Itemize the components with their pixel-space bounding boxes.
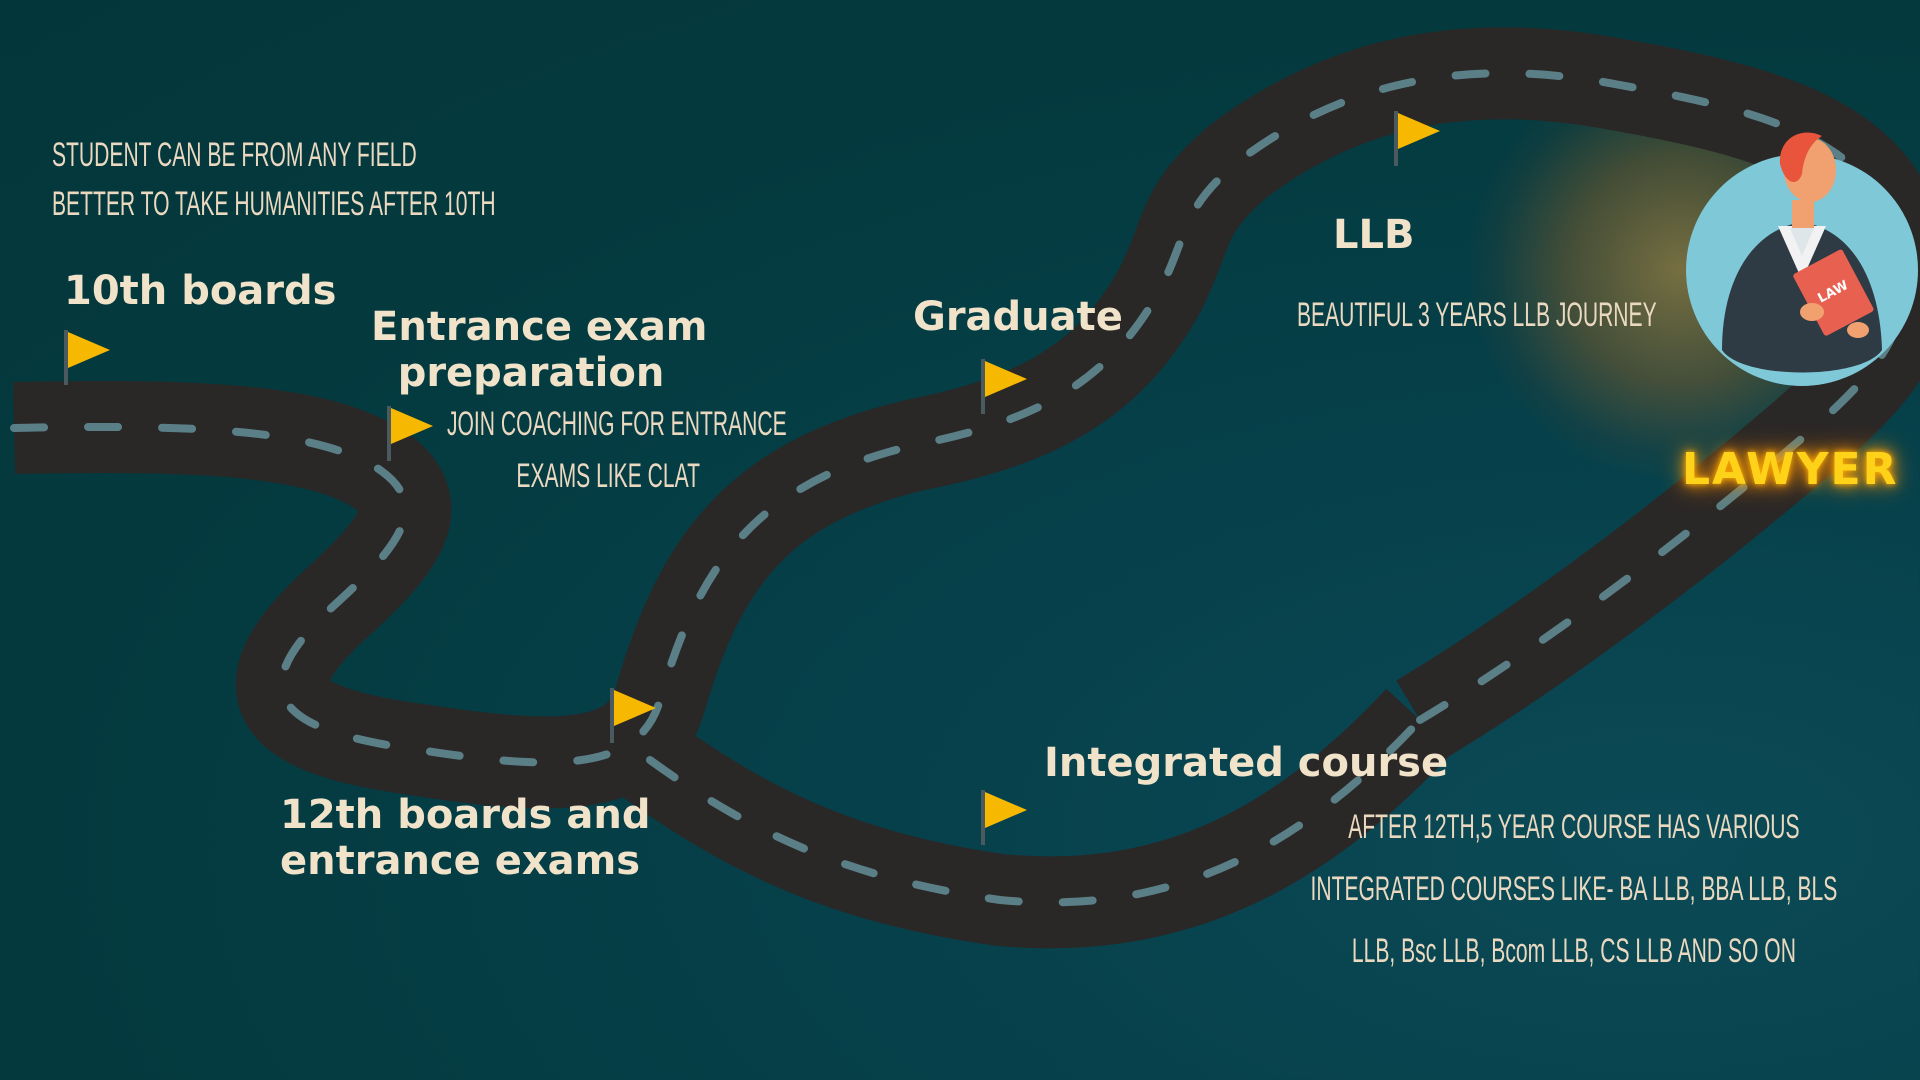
note-coaching-line1: JOIN COACHING FOR ENTRANCE [447,405,787,443]
note-llb-journey-text: BEAUTIFUL 3 YEARS LLB JOURNEY [1297,296,1657,334]
flag-icon [981,359,1027,414]
milestone-entrance-prep-line1: Entrance exam [371,304,708,350]
lawyer-avatar: LAW [1686,132,1918,386]
flag-icon [64,330,110,385]
milestone-integrated: Integrated course [1044,740,1448,786]
note-field-line1: STUDENT CAN BE FROM ANY FIELD [52,136,417,174]
note-integrated-line3: LLB, Bsc LLB, Bcom LLB, CS LLB AND SO ON [1351,932,1796,970]
milestone-llb: LLB [1333,212,1414,258]
flag-icon [981,790,1027,845]
destination-lawyer-label: LAWYER [1682,444,1899,495]
flag-icon [610,688,656,743]
road-dashes-branch [646,716,1424,907]
note-integrated-line2: INTEGRATED COURSES LIKE- BA LLB, BBA LLB… [1310,870,1838,908]
flag-icon [1394,111,1440,166]
milestone-twelfth-line2: entrance exams [280,838,641,884]
note-integrated-line1: AFTER 12TH,5 YEAR COURSE HAS VARIOUS [1348,808,1800,846]
milestone-llb-label: LLB [1333,212,1415,258]
note-field-line2: BETTER TO TAKE HUMANITIES AFTER 10TH [52,185,496,223]
milestone-tenth-boards: 10th boards [64,268,336,314]
note-field: STUDENT CAN BE FROM ANY FIELD BETTER TO … [52,136,496,224]
note-llb-journey: BEAUTIFUL 3 YEARS LLB JOURNEY [1297,296,1657,335]
milestone-entrance-prep: Entrance exam preparation [371,304,708,396]
milestone-twelfth-boards: 12th boards and entrance exams [280,792,651,884]
flag-icon [387,406,433,461]
milestone-twelfth-line1: 12th boards and [280,792,651,838]
note-coaching-line2: EXAMS LIKE CLAT [516,457,700,495]
note-integrated: AFTER 12TH,5 YEAR COURSE HAS VARIOUS INT… [1298,796,1850,982]
milestone-graduate-label: Graduate [913,294,1123,340]
milestone-graduate: Graduate [913,294,1123,340]
milestone-entrance-prep-line2: preparation [397,350,665,396]
milestone-integrated-label: Integrated course [1044,740,1449,786]
road-dashes-main [10,69,1908,767]
note-coaching: JOIN COACHING FOR ENTRANCE EXAMS LIKE CL… [447,398,787,502]
milestone-tenth-boards-label: 10th boards [64,268,337,314]
